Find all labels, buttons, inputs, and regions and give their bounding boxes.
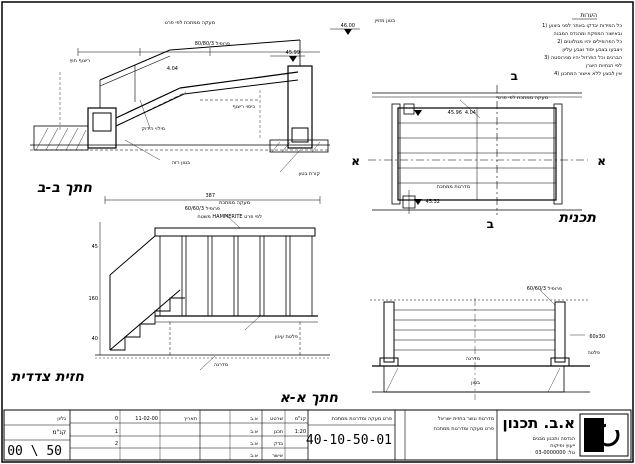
scale-label: קנ"מ	[295, 416, 307, 422]
plan-title: תכנית	[558, 210, 596, 226]
title-block-text: א.ב. תכנון הנדסה ותכנון מבנים ייעוץ ופיק…	[7, 414, 575, 459]
notes-header: הערות	[580, 12, 597, 19]
side-view-title: חזית צדדית	[11, 369, 84, 385]
company-info: ייעוץ ופיקוח	[550, 443, 575, 449]
field-value: א.ב	[250, 453, 258, 459]
section-mark-a-right: א	[597, 154, 606, 168]
sheet-label: גליון	[57, 416, 66, 422]
note-line: 1) כל המידות יבדקו באתר לפני ביצוע	[542, 23, 622, 29]
section-aa-label: מדרגה	[466, 356, 480, 362]
drawing-title-short: פרט מעקה ומדרגות ממתכת	[332, 416, 392, 422]
company-info: טל: 03-0000000	[535, 450, 575, 456]
section-mark-b-top: ב	[511, 69, 518, 83]
section-bb-label: קורת בטון	[299, 171, 321, 177]
level-label: 46.00	[341, 23, 355, 29]
side-view-label: מעקה ממתכת	[219, 200, 250, 206]
section-bb-labels: 45.99 46.00 4.04 מעקה ממתכת לפי פרט פרופ…	[37, 18, 395, 196]
note-line: ויצבעו בצבע יסוד וצבע עליון	[562, 47, 622, 53]
note-line: 3) הברגים וכל הפרזול יהיו מנירוסטה	[544, 55, 622, 61]
title-block	[3, 409, 632, 461]
level-label: 4.04	[167, 66, 178, 72]
section-aa-title: חתך א-א	[280, 390, 339, 406]
section-bb-drawing	[30, 28, 360, 173]
field-label: אישר	[272, 453, 283, 459]
side-view-label: פלטת עיגון	[275, 334, 298, 340]
dimension-label: 160	[88, 296, 98, 302]
section-bb-label: מילוי הידוק	[142, 126, 165, 132]
field-label: שרטט	[270, 416, 283, 422]
section-bb-label: בטון מזויין	[374, 18, 395, 24]
note-line: לפי הנחיות היצרן	[586, 63, 622, 69]
section-mark-a-left: א	[351, 154, 360, 168]
drawing-title: פרט מעקה ומדרגות ממתכת	[434, 426, 494, 432]
company-logo: א.ב. תכנון	[502, 414, 575, 432]
level-label: 45.32	[426, 199, 440, 205]
note-line: ובאישור המפקח ומהנדס המבנה	[553, 31, 622, 37]
plan-drawing	[368, 85, 588, 215]
project-name: מדרגות וגשר בחזית ישראל	[438, 416, 494, 422]
revision-row: 0	[115, 416, 118, 422]
section-aa-label: פרופיל 60/60/3	[527, 286, 562, 292]
notes-block: הערות 1) כל המידות יבדקו באתר לפני ביצוע…	[542, 12, 622, 77]
field-value: א.ב	[250, 441, 258, 447]
level-label: 45.96	[448, 110, 462, 116]
dimension-label: 387	[205, 193, 215, 199]
section-aa-label: בטון	[471, 380, 480, 386]
section-bb-label: מעקה ממתכת לפי פרט	[165, 20, 215, 26]
section-aa-labels: פרופיל 60/60/3 פלטה מדרגה בטון 60x30 חתך…	[280, 286, 605, 406]
date-label: תאריך	[184, 416, 197, 422]
side-view-label: משטח HAMMERITE לפי פרט	[197, 214, 262, 220]
field-value: א.ב	[250, 429, 258, 435]
section-mark-b-bottom: ב	[487, 217, 494, 231]
date-value: 11-02-00	[135, 416, 158, 422]
revision-row: 1	[115, 429, 118, 435]
field-value: א.ב	[250, 416, 258, 422]
section-bb-label: כיסוי ריצוף	[232, 104, 255, 110]
plan-label: מעקה ממתכת לפי פרט	[498, 95, 548, 101]
side-view-label: מדרגה	[214, 362, 228, 368]
dimension-label: 40	[92, 336, 98, 342]
scale-short: קנ"מ	[53, 429, 67, 436]
section-bb-label: פרופיל 80/80/3	[195, 41, 230, 47]
note-line: 4) אין לבצע ללא אישור המתכנן	[554, 71, 622, 77]
dimension-label: 45	[92, 244, 98, 250]
note-line: 2) כל הפרופילים יהיו מגולוונים	[557, 39, 622, 45]
dimension-label: 60x30	[589, 334, 605, 340]
drawing-number: 40-10-50-01	[306, 433, 392, 448]
field-label: בדק	[274, 441, 283, 447]
section-bb-title: חתך ב-ב	[37, 180, 92, 196]
field-label: תכנן	[274, 429, 283, 435]
sheet-number: 00 \ 50	[7, 444, 62, 459]
side-elevation-drawing	[95, 196, 330, 371]
plan-labels: 45.96 4.04 45.32 מעקה ממתכת לפי פרט מדרג…	[351, 69, 606, 231]
scale-value: 1:20	[295, 429, 306, 435]
side-elevation-labels: מעקה ממתכת פרופיל 60/60/3 משטח HAMMERITE…	[11, 193, 298, 385]
level-label: 45.99	[286, 50, 300, 56]
section-bb-label: ריצוף חוץ	[70, 58, 91, 64]
plan-label: מדרגות ממתכת	[437, 184, 470, 190]
revision-row: 2	[115, 441, 118, 447]
section-aa-label: פלטה	[588, 350, 600, 356]
section-aa-drawing	[370, 289, 590, 400]
level-label: 4.04	[465, 110, 476, 116]
company-info: הנדסה ותכנון מבנים	[533, 436, 575, 442]
side-view-label: פרופיל 60/60/3	[185, 206, 220, 212]
section-bb-label: בטון רזה	[172, 160, 190, 166]
